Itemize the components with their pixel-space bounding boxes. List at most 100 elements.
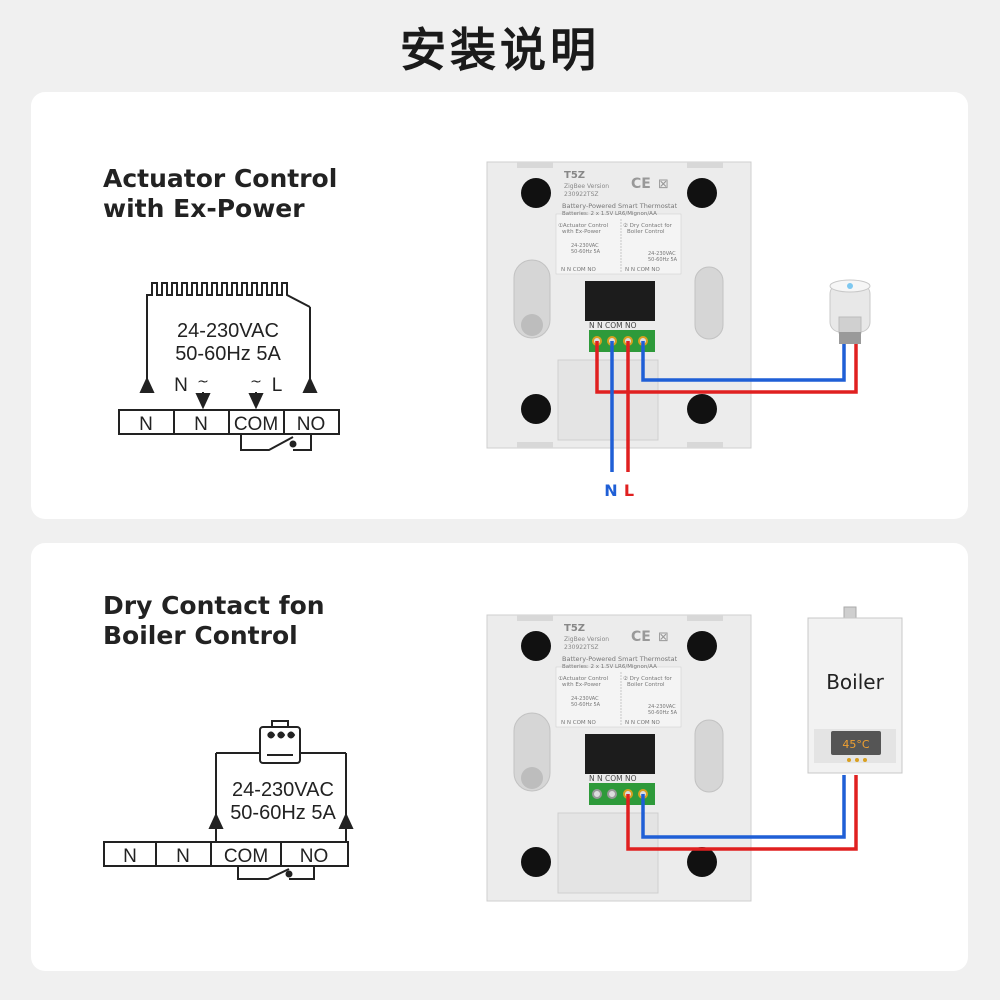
arrow-down-icon — [248, 393, 264, 410]
spec-voltage: 24-230VAC — [177, 320, 279, 342]
boiler-temperature-readout: 45°C — [842, 738, 869, 751]
wiring-schematic — [103, 720, 354, 880]
svg-text:with Ex-Power: with Ex-Power — [562, 229, 601, 235]
terminal-row-label: N N COM NO — [589, 774, 637, 783]
neutral-wire — [641, 341, 846, 382]
svg-text:T5Z: T5Z — [564, 170, 585, 181]
terminal-label: NO — [300, 846, 329, 867]
boiler-display — [831, 731, 881, 755]
svg-text:② Dry Contact for: ② Dry Contact for — [623, 222, 673, 229]
neutral-wire — [641, 775, 846, 839]
svg-text:Battery-Powered Smart Thermost: Battery-Powered Smart Thermostat — [562, 655, 678, 663]
mounting-hole — [521, 178, 551, 208]
svg-text:with Ex-Power: with Ex-Power — [562, 682, 601, 688]
arrow-up-icon — [302, 376, 318, 393]
keyhole-slot — [513, 712, 551, 792]
mounting-hole — [521, 394, 551, 424]
mounting-hole — [687, 847, 717, 877]
panel-boiler-control: Dry Contact fon Boiler Control 24-230VAC — [31, 543, 968, 971]
svg-text:230922TSZ: 230922TSZ — [564, 644, 599, 651]
live-wire — [626, 775, 858, 851]
boiler-unit — [807, 606, 903, 774]
terminal-label: COM — [224, 846, 268, 867]
ac-tilde-icon: ~ — [250, 374, 262, 390]
wiring-schematic — [118, 282, 340, 451]
ac-tilde-icon: ~ — [197, 374, 209, 390]
schematic-l-label: L — [272, 375, 283, 396]
arrow-up-icon — [139, 376, 155, 393]
page-title: 安装说明 — [400, 23, 600, 77]
actuator-heater-symbol — [146, 282, 311, 308]
svg-text:50-60Hz 5A: 50-60Hz 5A — [571, 702, 601, 708]
svg-text:N N COM NO: N N COM NO — [625, 267, 661, 273]
arrow-down-icon — [195, 393, 211, 410]
terminal-row-label: N N COM NO — [589, 321, 637, 330]
svg-text:Boiler Control: Boiler Control — [627, 682, 665, 688]
svg-text:24-230VAC: 24-230VAC — [571, 243, 599, 249]
supply-l-label: L — [624, 481, 634, 500]
svg-text:50-60Hz 5A: 50-60Hz 5A — [571, 249, 601, 255]
live-wire — [595, 341, 858, 394]
svg-text:N N COM NO: N N COM NO — [625, 720, 661, 726]
relay-component — [585, 734, 655, 774]
supply-n-label: N — [604, 481, 617, 500]
ce-mark-icon: CE — [631, 176, 651, 192]
terminal-label: COM — [234, 414, 278, 435]
weee-bin-icon: ⊠ — [658, 177, 669, 192]
mounting-hole — [687, 394, 717, 424]
arrow-up-icon — [338, 812, 354, 829]
wiring-illustration: 24-230VAC 50-60Hz 5A N ~ ~ L N N COM NO — [118, 161, 871, 500]
terminal-label: N — [194, 414, 208, 435]
boiler-label: Boiler — [826, 670, 884, 694]
terminal-label: NO — [297, 414, 326, 435]
svg-text:①Actuator Control: ①Actuator Control — [558, 676, 609, 682]
svg-text:24-230VAC: 24-230VAC — [648, 704, 676, 710]
thermal-actuator-icon — [829, 279, 871, 344]
keyhole-slot — [694, 266, 724, 340]
spec-frequency: 50-60Hz 5A — [230, 802, 336, 824]
svg-text:①Actuator Control: ①Actuator Control — [558, 223, 609, 229]
terminal-label: N — [123, 846, 137, 867]
panel-heading: Dry Contact fon Boiler Control — [103, 591, 325, 650]
terminal-block — [103, 841, 349, 867]
thermostat-back-plate — [486, 614, 752, 902]
spec-frequency: 50-60Hz 5A — [175, 343, 281, 365]
svg-text:Boiler Control: Boiler Control — [627, 229, 665, 235]
relay-switch-symbol — [237, 866, 315, 880]
svg-text:N N COM NO: N N COM NO — [561, 267, 597, 273]
mounting-hole — [687, 631, 717, 661]
wires — [595, 341, 858, 472]
weee-bin-icon: ⊠ — [658, 630, 669, 645]
relay-switch-symbol — [240, 434, 312, 451]
svg-text:Batteries: 2 x 1.5V LR6/Mignon: Batteries: 2 x 1.5V LR6/Mignon/AA — [562, 664, 657, 670]
panel-actuator-control: Actuator Control with Ex-Power — [31, 92, 968, 519]
arrow-up-icon — [208, 812, 224, 829]
spec-voltage: 24-230VAC — [232, 779, 334, 801]
svg-text:N N COM NO: N N COM NO — [561, 720, 597, 726]
svg-text:230922TSZ: 230922TSZ — [564, 191, 599, 198]
mounting-hole — [521, 631, 551, 661]
svg-text:Batteries: 2 x 1.5V LR6/Mignon: Batteries: 2 x 1.5V LR6/Mignon/AA — [562, 211, 657, 217]
relay-component — [585, 281, 655, 321]
svg-text:ZigBee Version: ZigBee Version — [564, 183, 609, 190]
mounting-hole — [687, 178, 717, 208]
schematic-n-label: N — [174, 375, 188, 396]
panel-heading: Actuator Control with Ex-Power — [103, 164, 338, 223]
terminal-label: N — [176, 846, 190, 867]
terminal-label: N — [139, 414, 153, 435]
keyhole-slot — [694, 719, 724, 793]
terminal-block-green — [589, 783, 655, 805]
keyhole-slot — [513, 259, 551, 339]
svg-text:50-60Hz 5A: 50-60Hz 5A — [648, 710, 678, 716]
svg-text:② Dry Contact for: ② Dry Contact for — [623, 675, 673, 682]
svg-text:ZigBee Version: ZigBee Version — [564, 636, 609, 643]
wiring-illustration: 24-230VAC 50-60Hz 5A N N COM NO T5Z ZigB… — [103, 606, 903, 902]
terminal-block-green — [589, 330, 655, 352]
svg-text:T5Z: T5Z — [564, 623, 585, 634]
svg-text:24-230VAC: 24-230VAC — [648, 251, 676, 257]
wires — [626, 775, 858, 851]
svg-text:50-60Hz 5A: 50-60Hz 5A — [648, 257, 678, 263]
ce-mark-icon: CE — [631, 629, 651, 645]
svg-text:24-230VAC: 24-230VAC — [571, 696, 599, 702]
thermostat-back-plate — [486, 161, 752, 449]
